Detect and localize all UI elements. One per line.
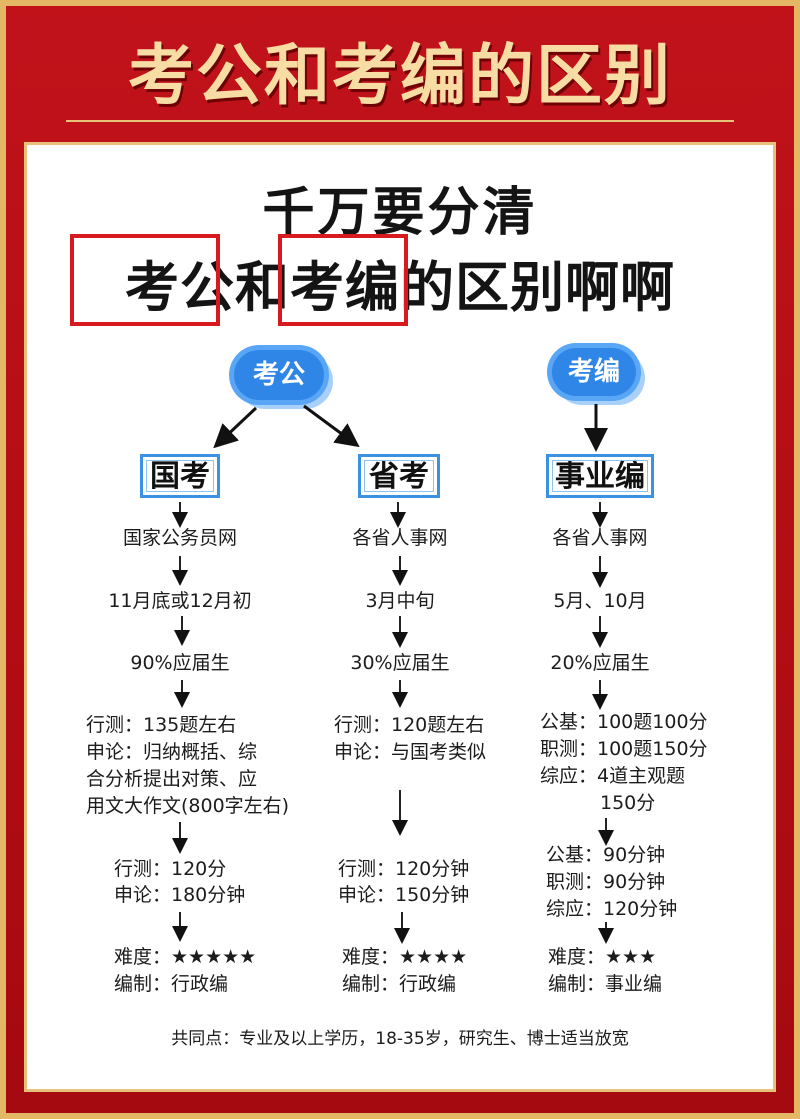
arrow-to-shengkao (303, 404, 360, 448)
guokao-duration-1: 行测：120分 (114, 858, 227, 880)
guokao-site: 国家公务员网 (122, 527, 237, 549)
shiyebian-duration-2: 职测：90分钟 (546, 871, 666, 893)
shengkao-type: 编制：行政编 (342, 973, 457, 995)
shengkao-duration-1: 行测：120分钟 (338, 858, 470, 880)
banner-title: 考公和考编的区别 (128, 37, 672, 114)
category-guokao: 国考 (140, 454, 220, 498)
headline-kaogong: 考公 (125, 256, 235, 319)
shiyebian-duration-1: 公基：90分钟 (546, 844, 666, 866)
shengkao-difficulty: 难度：★★★★ (342, 946, 468, 968)
shengkao-duration-2: 申论：150分钟 (338, 884, 470, 906)
shiyebian-content-2: 职测：100题150分 (540, 738, 708, 760)
guokao-content-3: 合分析提出对策、应 (86, 768, 258, 790)
headline-line2: 考公和考编的区别啊啊 (0, 243, 800, 322)
shengkao-ratio: 30%应届生 (350, 652, 450, 674)
common-points: 共同点：专业及以上学历，18-35岁，研究生、博士适当放宽 (171, 1029, 629, 1049)
shiyebian-content-3: 综应：4道主观题 (540, 765, 686, 787)
cloud-kaobian: 考编 (552, 348, 636, 396)
highlight-box-kaogong (70, 234, 220, 326)
shiyebian-ratio: 20%应届生 (550, 652, 650, 674)
guokao-content-2: 申论：归纳概括、综 (86, 741, 258, 763)
guokao-type: 编制：行政编 (114, 973, 229, 995)
cloud-kaogong: 考公 (234, 350, 324, 400)
shiyebian-difficulty: 难度：★★★ (548, 946, 657, 968)
shiyebian-site: 各省人事网 (552, 527, 648, 549)
shiyebian-content-1: 公基：100题100分 (540, 711, 708, 733)
shiyebian-time: 5月、10月 (553, 590, 647, 612)
shiyebian-content-4: 150分 (600, 792, 656, 814)
shengkao-content-2: 申论：与国考类似 (334, 741, 487, 763)
guokao-content-1: 行测：135题左右 (86, 714, 237, 736)
category-shiyebian: 事业编 (546, 454, 654, 498)
shengkao-site: 各省人事网 (352, 527, 448, 549)
headline-suffix: 的区别啊啊 (400, 256, 675, 319)
shengkao-content-1: 行测：120题左右 (334, 714, 485, 736)
arrow-to-guokao (213, 406, 258, 449)
gold-divider (66, 120, 734, 122)
shiyebian-duration-3: 综应：120分钟 (546, 898, 678, 920)
category-shengkao: 省考 (358, 454, 440, 498)
shengkao-time: 3月中旬 (365, 590, 435, 612)
guokao-time: 11月底或12月初 (108, 590, 252, 612)
guokao-ratio: 90%应届生 (130, 652, 230, 674)
guokao-difficulty: 难度：★★★★★ (114, 946, 257, 968)
highlight-box-kaobian (278, 234, 408, 326)
headline-kaobian: 考编 (290, 256, 400, 319)
shiyebian-type: 编制：事业编 (548, 973, 663, 995)
headline-line1: 千万要分清 (262, 183, 538, 243)
guokao-duration-2: 申论：180分钟 (114, 884, 246, 906)
guokao-content-4: 用文大作文(800字左右) (86, 795, 290, 817)
